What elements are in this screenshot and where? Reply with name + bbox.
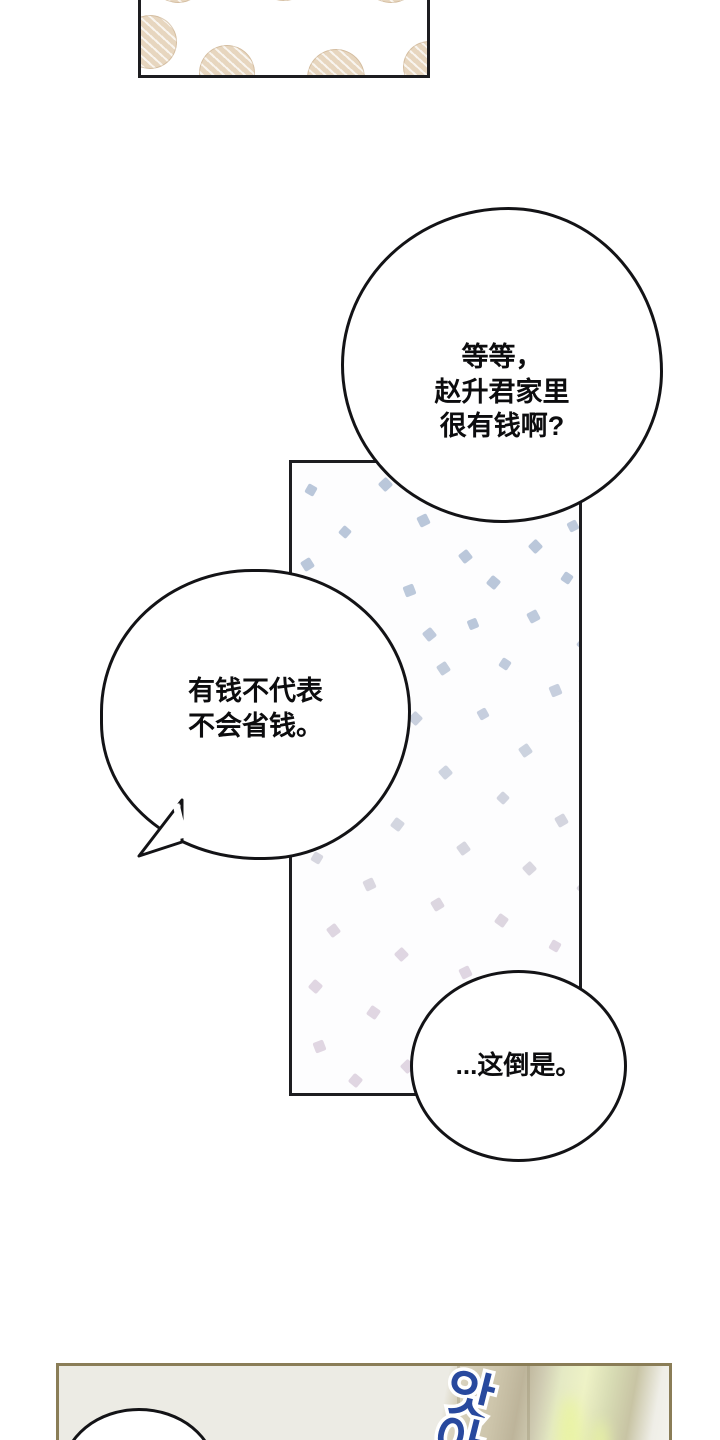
confetti-diamond xyxy=(458,965,473,980)
confetti-diamond xyxy=(560,571,574,585)
polka-dot xyxy=(361,0,421,3)
speech-bubble-tail xyxy=(137,798,188,858)
confetti-diamond xyxy=(498,657,512,671)
confetti-diamond xyxy=(485,574,502,591)
polka-dot xyxy=(403,41,427,75)
confetti-diamond xyxy=(521,860,538,877)
confetti-diamond xyxy=(517,742,534,759)
confetti-diamond xyxy=(493,912,510,929)
polka-dot xyxy=(307,49,365,75)
confetti-diamond xyxy=(421,626,438,643)
confetti-diamond xyxy=(578,713,579,727)
confetti-diamond xyxy=(347,1072,364,1089)
window-glow xyxy=(591,1420,609,1440)
confetti-diamond xyxy=(566,519,579,533)
confetti-diamond xyxy=(307,978,324,995)
confetti-diamond xyxy=(362,877,377,892)
polka-dot xyxy=(199,45,255,75)
confetti-diamond xyxy=(548,683,563,698)
confetti-diamond xyxy=(455,840,472,857)
speech-bubble-wait-rich-text: 等等， 赵升君家里 很有钱啊? xyxy=(434,342,570,442)
confetti-diamond xyxy=(466,617,480,631)
confetti-diamond xyxy=(310,851,324,865)
confetti-diamond xyxy=(402,583,417,598)
confetti-diamond xyxy=(476,707,490,721)
polka-dot xyxy=(253,0,315,1)
panel-top-polka-dot xyxy=(138,0,430,78)
confetti-diamond xyxy=(435,660,452,677)
wall-seam xyxy=(457,1366,460,1440)
confetti-diamond xyxy=(312,1039,327,1054)
confetti-diamond xyxy=(389,816,406,833)
confetti-diamond xyxy=(325,922,342,939)
confetti-diamond xyxy=(553,812,570,829)
polka-dot xyxy=(141,15,177,69)
wall-seam xyxy=(527,1366,530,1440)
speech-bubble-thats-true: ...这倒是。 xyxy=(410,970,627,1162)
polka-dot xyxy=(149,0,207,3)
confetti-diamond xyxy=(548,939,562,953)
confetti-diamond xyxy=(495,790,511,806)
speech-bubble-wait-rich: 等等， 赵升君家里 很有钱啊? xyxy=(341,207,663,523)
confetti-diamond xyxy=(365,1004,382,1021)
confetti-diamond xyxy=(337,524,353,540)
confetti-diamond xyxy=(575,880,579,896)
confetti-diamond xyxy=(575,636,579,652)
confetti-diamond xyxy=(527,538,544,555)
confetti-diamond xyxy=(393,946,410,963)
confetti-diamond xyxy=(299,556,316,573)
confetti-diamond xyxy=(526,609,541,624)
confetti-diamond xyxy=(457,548,474,565)
speech-bubble-thats-true-text: ...这倒是。 xyxy=(455,1050,582,1081)
confetti-diamond xyxy=(304,483,318,497)
confetti-diamond xyxy=(429,896,446,913)
speech-bubble-rich-not-thrifty-text: 有钱不代表 不会省钱。 xyxy=(188,675,323,741)
speech-bubble-rich-not-thrifty: 有钱不代表 不会省钱。 xyxy=(100,569,411,860)
confetti-diamond xyxy=(437,764,454,781)
confetti-diamond xyxy=(416,513,431,528)
